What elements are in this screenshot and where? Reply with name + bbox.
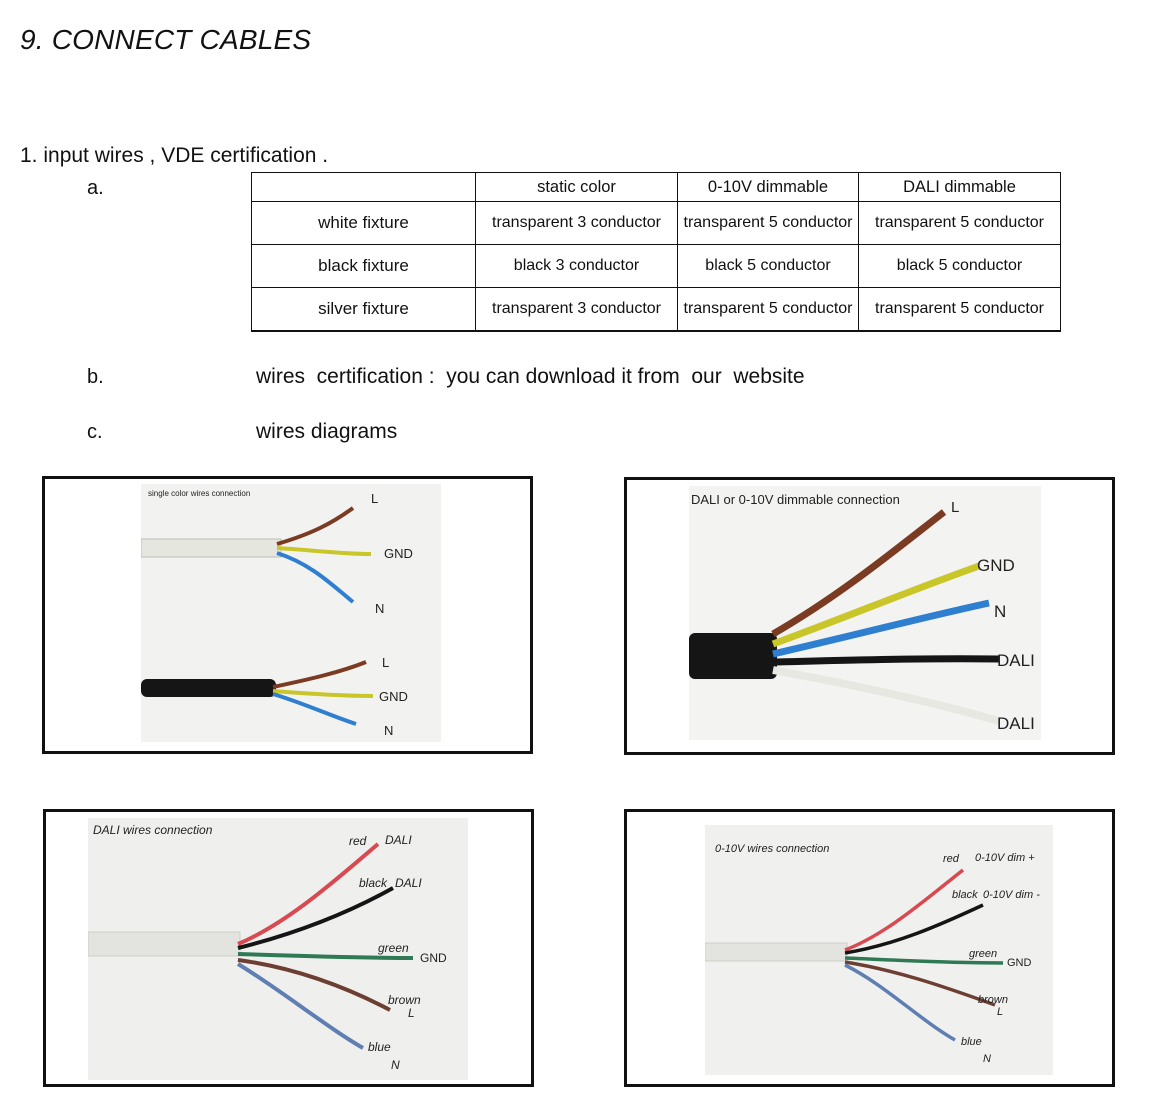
table-cell: transparent 3 conductor [475, 287, 678, 332]
wire-color-label: black [359, 876, 388, 890]
dimmable-caption: DALI or 0-10V dimmable connection [691, 492, 900, 507]
table-header-row: static color 0-10V dimmable DALI dimmabl… [251, 172, 1061, 202]
wire-color-label: brown [978, 994, 1008, 1006]
black-wire [844, 903, 984, 955]
wire-function-label: DALI [395, 876, 422, 890]
black-wire [772, 655, 1000, 666]
yellow-green-wire [276, 546, 372, 556]
wire-label-gnd: GND [384, 546, 413, 561]
item-b-label: b. [87, 366, 104, 388]
blue-wire [236, 962, 364, 1050]
single-color-caption: single color wires connection [148, 489, 250, 498]
table-cell: transparent 5 conductor [858, 287, 1061, 332]
table-cell: black 3 conductor [475, 244, 678, 288]
wire-function-label: N [983, 1053, 991, 1065]
table-cell: black 5 conductor [858, 244, 1061, 288]
wires-diagrams-heading: wires diagrams [256, 420, 398, 443]
table-header-cell: DALI dimmable [858, 172, 1061, 202]
brown-wire [771, 509, 947, 638]
intro-text: 1. input wires , VDE certification . [20, 144, 329, 167]
wire-label-gnd: GND [977, 556, 1015, 575]
brown-wire [844, 960, 996, 1007]
dali-caption: DALI wires connection [93, 823, 213, 837]
wire-label-dali: DALI [997, 714, 1035, 733]
table-cell: transparent 5 conductor [677, 201, 859, 245]
wire-color-label: red [349, 834, 367, 848]
green-wire [237, 952, 414, 960]
table-cell: silver fixture [251, 287, 476, 332]
blue-wire [272, 692, 357, 726]
green-wire [844, 956, 1004, 965]
table-header-cell [251, 172, 476, 202]
blue-wire [276, 551, 355, 604]
v010-caption: 0-10V wires connection [715, 843, 829, 855]
wire-color-label: blue [961, 1036, 982, 1048]
yellow-green-wire [771, 562, 981, 648]
v010-wires-photo: 0-10V wires connection red 0-10V dim + b… [705, 825, 1053, 1075]
wire-label-n: N [375, 601, 384, 616]
wire-color-label: black [952, 889, 978, 901]
table-cell: black 5 conductor [677, 244, 859, 288]
white-wire [772, 666, 1001, 725]
yellow-green-wire [272, 689, 374, 698]
wire-function-label: 0-10V dim - [983, 889, 1040, 901]
wire-label-l: L [951, 499, 959, 516]
table-header-cell: static color [475, 172, 678, 202]
table-row: silver fixture transparent 3 conductor t… [251, 287, 1061, 332]
brown-wire [272, 660, 367, 689]
table-cell: transparent 5 conductor [677, 287, 859, 332]
wire-label-gnd: GND [379, 689, 408, 704]
wire-color-label: red [943, 853, 960, 865]
wire-label-n: N [994, 602, 1006, 621]
section-title: 9. CONNECT CABLES [20, 24, 312, 55]
wire-function-label: GND [1007, 957, 1032, 969]
dali-wires-photo: DALI wires connection red DALI black DAL… [88, 818, 468, 1080]
item-c-label: c. [87, 421, 103, 443]
wire-label-l: L [382, 655, 389, 670]
wire-function-label: 0-10V dim + [975, 852, 1035, 864]
wire-function-label: N [391, 1058, 400, 1072]
brown-wire [276, 506, 355, 546]
wire-function-label: L [408, 1006, 415, 1020]
wire-color-label: blue [368, 1040, 391, 1054]
wire-function-label: DALI [385, 833, 412, 847]
wire-label-dali: DALI [997, 651, 1035, 670]
wire-table: static color 0-10V dimmable DALI dimmabl… [251, 172, 1061, 332]
wire-color-label: green [969, 948, 997, 960]
blue-wire [844, 963, 956, 1042]
table-cell: white fixture [251, 201, 476, 245]
wire-label-n: N [384, 723, 393, 738]
item-a-label: a. [87, 177, 104, 199]
wire-function-label: GND [420, 951, 447, 965]
blue-wire [772, 599, 990, 658]
table-row: white fixture transparent 3 conductor tr… [251, 201, 1061, 245]
red-wire [237, 842, 380, 946]
table-cell: transparent 5 conductor [858, 201, 1061, 245]
wire-function-label: L [997, 1006, 1003, 1018]
black-wire [237, 886, 394, 950]
wire-color-label: brown [388, 993, 421, 1007]
dimmable-wires-photo: DALI or 0-10V dimmable connection L GND … [689, 486, 1041, 740]
table-cell: transparent 3 conductor [475, 201, 678, 245]
red-wire [844, 868, 965, 952]
table-row: black fixture black 3 conductor black 5 … [251, 244, 1061, 288]
single-color-wires-photo: single color wires connection L GND N L … [141, 484, 441, 742]
table-cell: black fixture [251, 244, 476, 288]
brown-wire [237, 958, 391, 1012]
wire-label-l: L [371, 491, 378, 506]
certification-text: wires certification : you can download i… [256, 365, 805, 388]
table-header-cell: 0-10V dimmable [677, 172, 859, 202]
wire-color-label: green [378, 941, 409, 955]
